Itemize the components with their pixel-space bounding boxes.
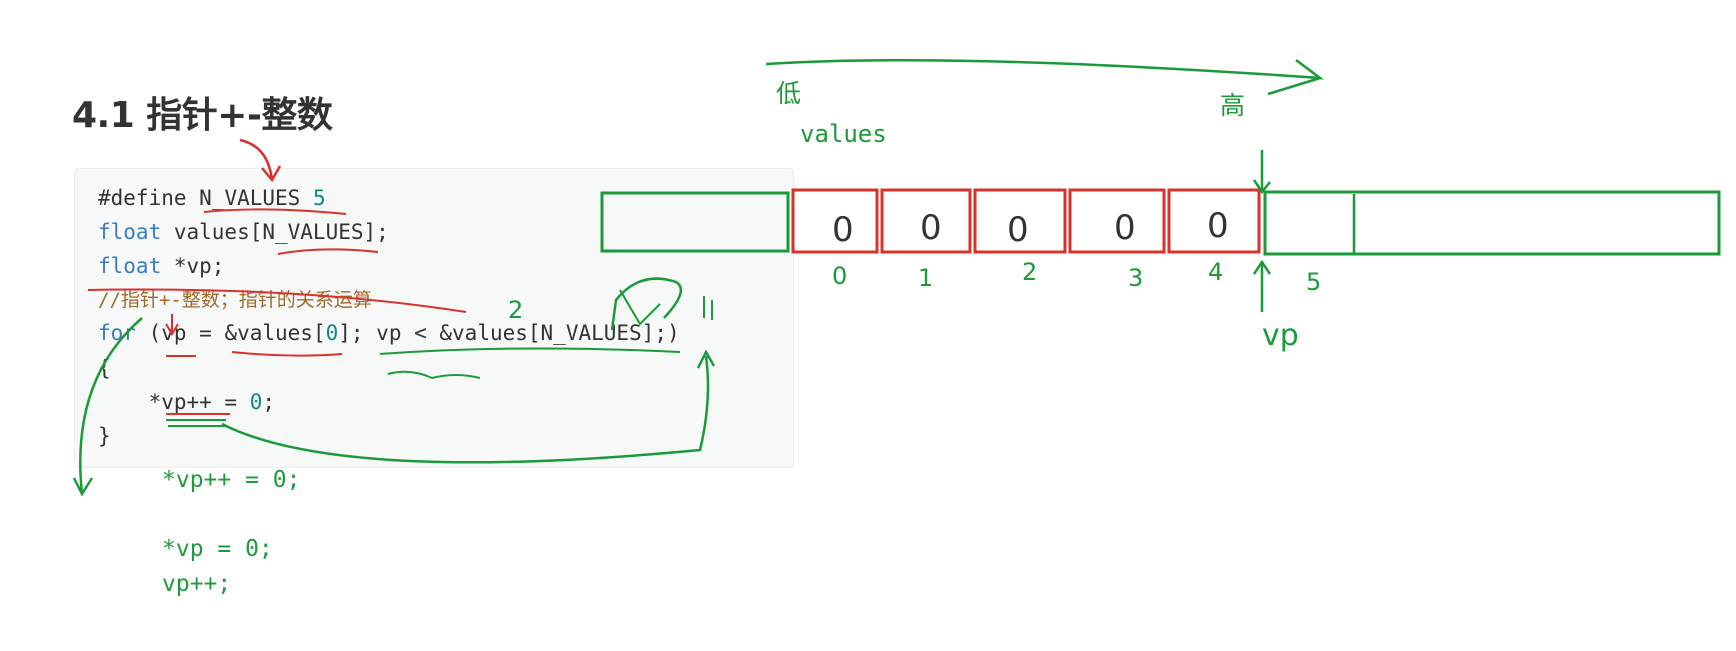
red-underline-address [231, 351, 343, 357]
cell-value-0: 0 [832, 210, 854, 250]
memory-cell-3 [1068, 188, 1166, 254]
for-init: (vp = &values[ [135, 321, 326, 345]
type-keyword: float [98, 254, 162, 278]
code-line-define: #define N_VALUES 5 [98, 185, 326, 211]
vp-top-arrow [1252, 150, 1271, 195]
red-arrow-define [239, 138, 282, 183]
memory-cell-0 [791, 188, 879, 254]
green-underline-body [166, 419, 226, 427]
red-underline-index [277, 248, 379, 255]
decl-text: values[N_VALUES]; [161, 220, 389, 244]
define-directive: #define [98, 186, 187, 210]
cell-value-3: 0 [1114, 208, 1136, 248]
define-value: 5 [312, 186, 326, 210]
body-end: ; [262, 390, 276, 414]
green-loop-left [72, 317, 143, 497]
body-zero: 0 [249, 390, 263, 414]
low-high-arrow [765, 58, 1325, 96]
memory-cell-1 [880, 188, 972, 254]
memory-right-block [1263, 190, 1721, 256]
for-keyword: for [98, 321, 136, 345]
vp-bottom-arrow [1252, 259, 1272, 312]
index-2: 2 [1022, 258, 1038, 286]
type-keyword: float [98, 220, 162, 244]
define-macro: N_VALUES [199, 186, 301, 210]
green-loop-top [610, 277, 683, 331]
extra-code-1: *vp++ = 0; [162, 467, 301, 493]
section-heading: 4.1 指针+-整数 [72, 95, 333, 136]
code-line-body: *vp++ = 0; [98, 389, 275, 415]
index-4: 4 [1208, 258, 1224, 286]
cell-value-4: 0 [1207, 206, 1229, 246]
red-underline-macro [203, 208, 347, 215]
index-5: 5 [1306, 268, 1322, 296]
code-line-open-brace: { [98, 356, 111, 380]
index-1: 1 [918, 264, 934, 292]
red-strike-comment [87, 288, 467, 313]
green-arrow-cond [619, 289, 661, 326]
label-values: values [800, 120, 887, 148]
red-arrow-init [165, 314, 179, 336]
label-high: 高 [1220, 91, 1246, 120]
green-loop-back [221, 349, 716, 464]
code-block [74, 168, 794, 468]
label-vp: vp [1262, 318, 1299, 353]
memory-cell-4 [1167, 188, 1261, 254]
memory-cell-2 [973, 188, 1067, 254]
for-zero: 0 [325, 321, 339, 345]
cell-value-1: 0 [920, 208, 942, 248]
green-underline-cond [379, 347, 681, 355]
green-wave-cond [387, 370, 481, 380]
extra-code-2: *vp = 0; [162, 536, 273, 562]
cell-value-2: 0 [1007, 210, 1029, 250]
body-text: *vp++ = [98, 390, 250, 414]
code-line-close-brace: } [98, 424, 111, 448]
label-two: 2 [508, 296, 524, 324]
label-low: 低 [776, 79, 802, 108]
memory-left-block [600, 191, 790, 253]
code-line-for: for (vp = &values[0]; vp < &values[N_VAL… [98, 320, 680, 346]
green-mark-loop [703, 296, 713, 320]
code-line-vp-decl: float *vp; [98, 253, 224, 279]
extra-code-3: vp++; [162, 571, 232, 597]
index-0: 0 [832, 262, 848, 290]
code-line-values-decl: float values[N_VALUES]; [98, 219, 389, 245]
decl-text: *vp; [161, 254, 225, 278]
index-3: 3 [1128, 264, 1144, 292]
